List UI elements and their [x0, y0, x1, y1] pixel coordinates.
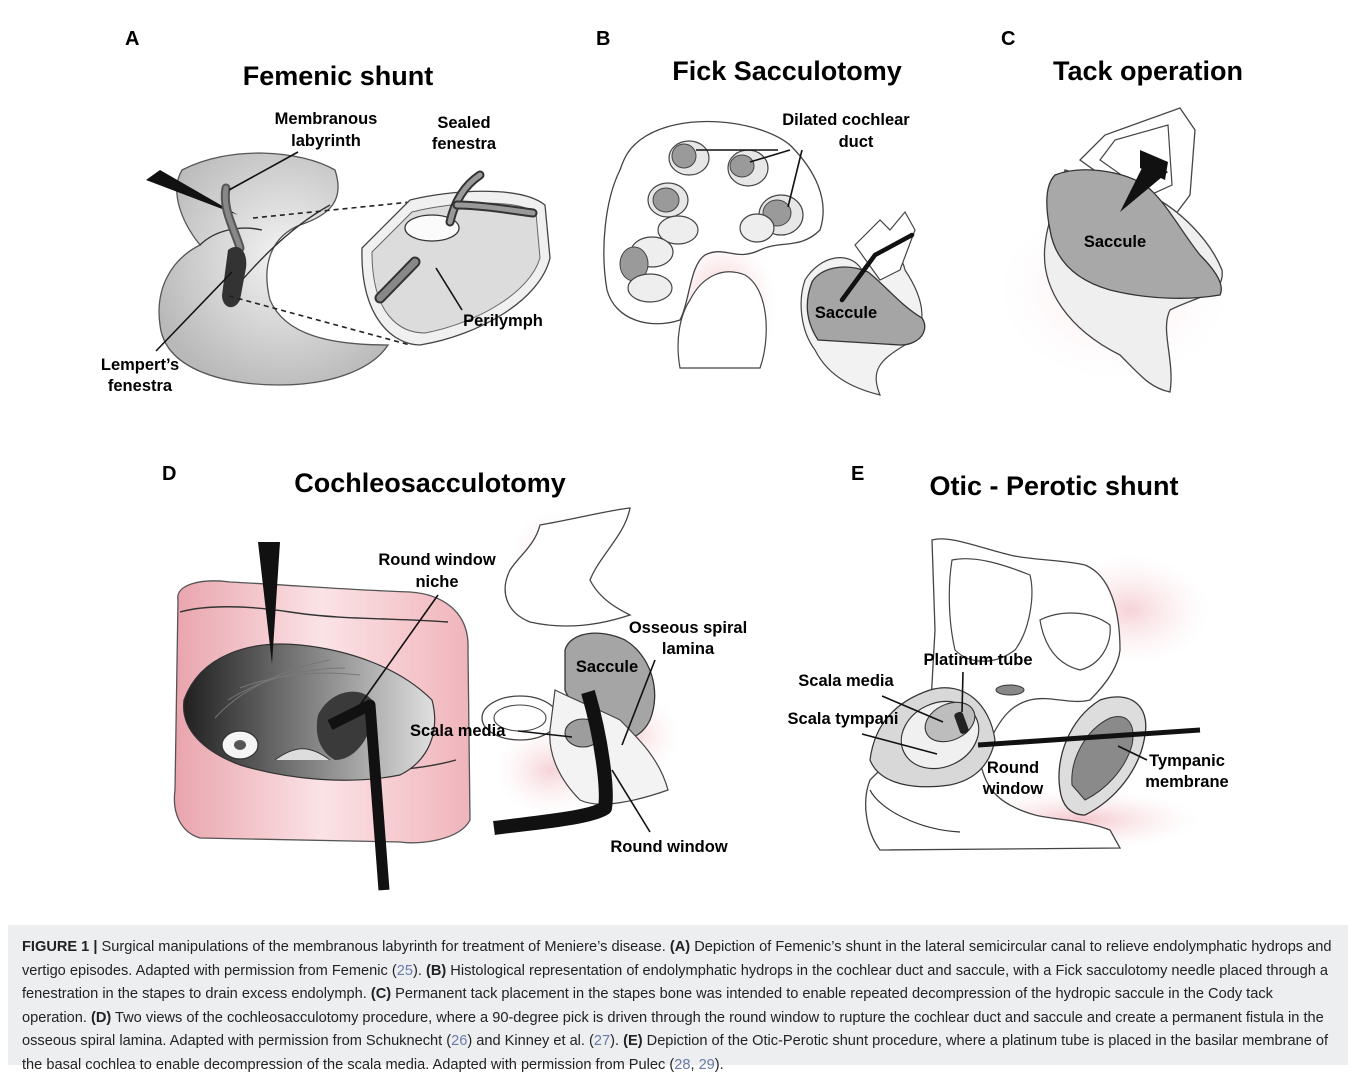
- caption-ref-29[interactable]: 29: [699, 1057, 715, 1073]
- caption-figure-label: FIGURE 1 |: [22, 939, 97, 955]
- panel-d-letter: D: [162, 463, 176, 485]
- caption-tag-a: (A): [670, 939, 690, 955]
- panel-b-title: Fick Sacculotomy: [672, 56, 902, 86]
- figure-diagram: A Femenic shunt Membranous labyrinth Sea…: [0, 0, 1358, 925]
- label-perilymph: Perilymph: [463, 312, 543, 330]
- label-membranous-labyrinth-2: labyrinth: [291, 132, 361, 150]
- label-tympanic-membrane-2: membrane: [1145, 773, 1228, 791]
- label-lemperts-fenestra-1: Lempert’s: [101, 356, 179, 374]
- caption-text-e-end: ).: [715, 1057, 724, 1073]
- label-osseous-spiral-lamina-1: Osseous spiral: [629, 619, 747, 637]
- label-dilated-cochlear-duct-1: Dilated cochlear: [782, 111, 910, 129]
- label-round-window-niche-2: niche: [415, 573, 458, 591]
- panel-b: B Fick Sacculotomy Dilated cochlear: [596, 28, 925, 395]
- label-platinum-tube: Platinum tube: [923, 651, 1032, 669]
- panel-d-title: Cochleosacculotomy: [294, 468, 566, 498]
- caption-ref-25[interactable]: 25: [397, 963, 413, 979]
- panel-c-letter: C: [1001, 28, 1015, 50]
- label-osseous-spiral-lamina-2: lamina: [662, 640, 715, 658]
- panel-c: C Tack operation Saccule: [1000, 28, 1243, 392]
- figure-caption: FIGURE 1 | Surgical manipulations of the…: [8, 925, 1348, 1065]
- caption-ref-26[interactable]: 26: [451, 1033, 467, 1049]
- caption-comma: ,: [690, 1057, 698, 1073]
- caption-tag-b: (B): [426, 963, 446, 979]
- label-saccule-b: Saccule: [815, 304, 877, 322]
- label-saccule-c: Saccule: [1084, 233, 1146, 251]
- panel-a-letter: A: [125, 28, 139, 50]
- label-round-window-d: Round window: [610, 838, 727, 856]
- label-round-window-e-2: window: [982, 780, 1044, 798]
- caption-text-d-end: ).: [610, 1033, 623, 1049]
- panel-c-title: Tack operation: [1053, 56, 1243, 86]
- panel-a: A Femenic shunt Membranous labyrinth Sea…: [101, 28, 550, 395]
- label-sealed-fenestra-1: Sealed: [437, 114, 490, 132]
- panel-e-title: Otic - Perotic shunt: [929, 471, 1178, 501]
- panel-a-title: Femenic shunt: [243, 61, 434, 91]
- caption-tag-e: (E): [623, 1033, 642, 1049]
- panel-e-letter: E: [851, 463, 864, 485]
- panel-b-letter: B: [596, 28, 610, 50]
- label-round-window-niche-1: Round window: [378, 551, 495, 569]
- panel-d: D Cochleosacculotomy Round window niche …: [162, 463, 747, 890]
- label-scala-media-d: Scala media: [410, 722, 506, 740]
- label-membranous-labyrinth-1: Membranous: [275, 110, 378, 128]
- caption-tag-c: (C): [371, 986, 391, 1002]
- label-tympanic-membrane-1: Tympanic: [1149, 752, 1225, 770]
- caption-text-a-end: ).: [413, 963, 426, 979]
- caption-intro: Surgical manipulations of the membranous…: [97, 939, 669, 955]
- label-round-window-e-1: Round: [987, 759, 1039, 777]
- panel-e: E Otic - Perotic shunt Platinum tube Sca…: [788, 463, 1229, 850]
- label-sealed-fenestra-2: fenestra: [432, 135, 497, 153]
- caption-ref-28[interactable]: 28: [674, 1057, 690, 1073]
- label-scala-tympani: Scala tympani: [788, 710, 899, 728]
- caption-ref-27[interactable]: 27: [594, 1033, 610, 1049]
- temporal-bone-shape: [159, 153, 388, 385]
- label-dilated-cochlear-duct-2: duct: [839, 133, 874, 151]
- label-lemperts-fenestra-2: fenestra: [108, 377, 173, 395]
- label-scala-media-e: Scala media: [798, 672, 894, 690]
- caption-text-d-mid: ) and Kinney et al. (: [467, 1033, 594, 1049]
- caption-tag-d: (D): [91, 1010, 111, 1026]
- label-saccule-d: Saccule: [576, 658, 638, 676]
